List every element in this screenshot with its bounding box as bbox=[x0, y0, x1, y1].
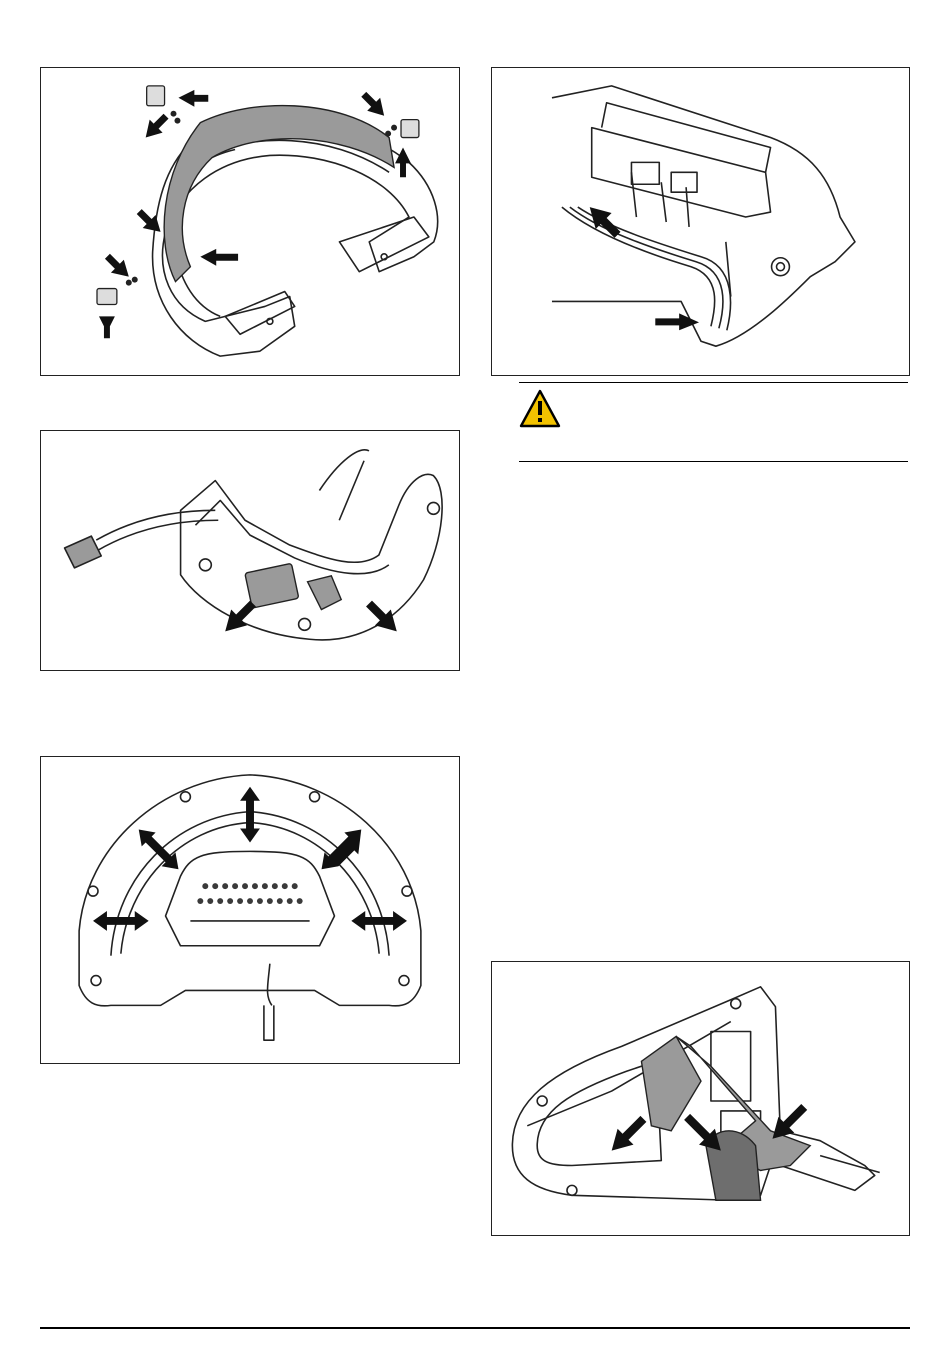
switch-part bbox=[245, 563, 299, 608]
trigger-switch-illustration bbox=[41, 431, 459, 670]
warning-bottom-rule bbox=[519, 461, 908, 462]
clip-part bbox=[401, 120, 419, 138]
arrow-icon bbox=[590, 207, 621, 238]
footer-rule bbox=[40, 1327, 910, 1329]
figure-rear-handle-insert bbox=[491, 961, 910, 1236]
arrow-icon bbox=[655, 313, 699, 330]
figure-cable-routing bbox=[491, 67, 910, 376]
arrow-icon bbox=[200, 249, 238, 266]
double-arrows-group bbox=[93, 787, 407, 931]
gray-cover-part bbox=[164, 106, 394, 282]
figure-trigger-switch bbox=[40, 430, 460, 671]
handle-housing-outline bbox=[181, 474, 443, 639]
arrow-icon bbox=[146, 114, 169, 138]
cable-routing-illustration bbox=[492, 68, 909, 375]
warning-triangle-icon bbox=[519, 389, 561, 429]
grommet-part bbox=[308, 576, 342, 610]
arrow-icon bbox=[612, 1116, 647, 1151]
rear-handle-insert-illustration bbox=[492, 962, 909, 1235]
double-arrow-icon bbox=[322, 830, 362, 871]
figure-loop-handle-cover bbox=[40, 67, 460, 376]
double-arrow-icon bbox=[139, 830, 179, 870]
front-handle-illustration bbox=[41, 757, 459, 1063]
warning-top-rule bbox=[519, 382, 908, 383]
arrow-icon bbox=[366, 601, 397, 632]
arrow-icon bbox=[772, 1104, 807, 1139]
double-arrow-icon bbox=[93, 911, 149, 931]
arrow-icon bbox=[105, 254, 129, 277]
clip-part bbox=[147, 86, 165, 106]
figure-front-handle-housing bbox=[40, 756, 460, 1064]
double-arrow-icon bbox=[240, 787, 260, 843]
clip-part bbox=[97, 289, 117, 305]
loop-handle-illustration bbox=[41, 68, 459, 375]
arrow-icon bbox=[99, 316, 115, 338]
arrow-icon bbox=[178, 90, 208, 107]
arrow-icon bbox=[361, 92, 384, 116]
double-arrow-icon bbox=[351, 911, 407, 931]
arrow-icon bbox=[684, 1114, 721, 1151]
arrow-icon bbox=[395, 147, 411, 177]
